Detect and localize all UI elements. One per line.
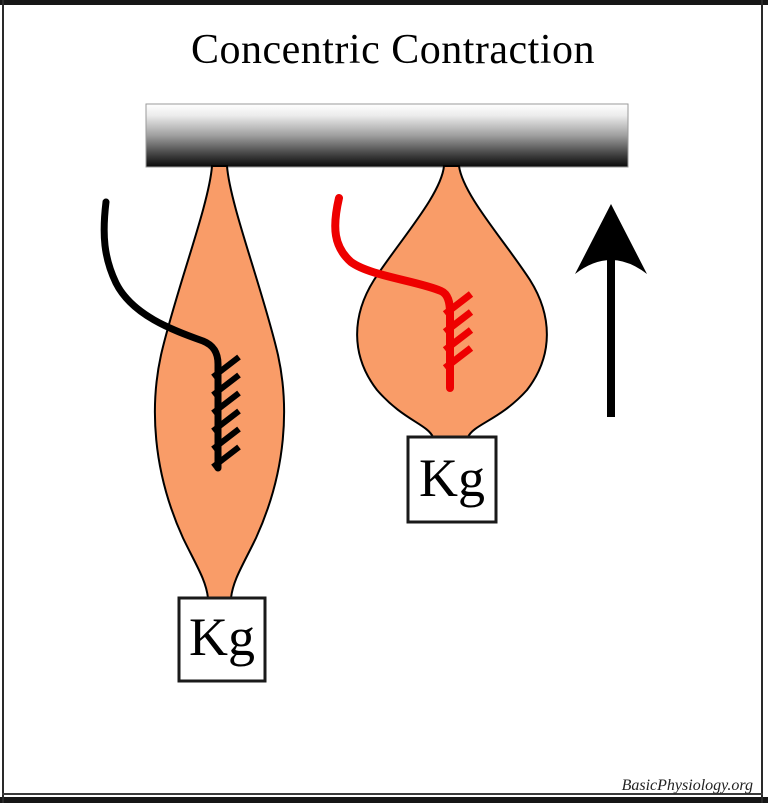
frame-bottom-edge bbox=[0, 797, 768, 803]
page-title: Concentric Contraction bbox=[190, 27, 596, 73]
up-arrow-icon bbox=[575, 204, 647, 417]
left-weight-box bbox=[177, 596, 267, 683]
right-weight-box bbox=[406, 435, 498, 524]
frame-inner-bottom-line bbox=[2, 793, 763, 795]
right-nerve bbox=[331, 194, 474, 392]
left-nerve bbox=[100, 198, 241, 472]
left-nerve-fiber bbox=[100, 198, 222, 472]
frame-top-edge bbox=[0, 0, 768, 5]
left-weight: Kg bbox=[177, 596, 267, 683]
right-weight-label: Kg bbox=[419, 448, 485, 508]
up-arrow-head bbox=[575, 204, 647, 274]
frame-right-edge bbox=[761, 0, 763, 803]
right-nerve-endings-icon bbox=[442, 291, 474, 371]
ceiling-bar-icon bbox=[145, 103, 629, 168]
frame-left-edge bbox=[2, 0, 4, 803]
left-weight-label: Kg bbox=[189, 607, 255, 667]
right-nerve-fiber bbox=[331, 194, 454, 392]
left-nerve-endings-icon bbox=[211, 354, 241, 470]
credit-text: BasicPhysiology.org bbox=[622, 777, 753, 794]
right-weight: Kg bbox=[406, 435, 498, 524]
